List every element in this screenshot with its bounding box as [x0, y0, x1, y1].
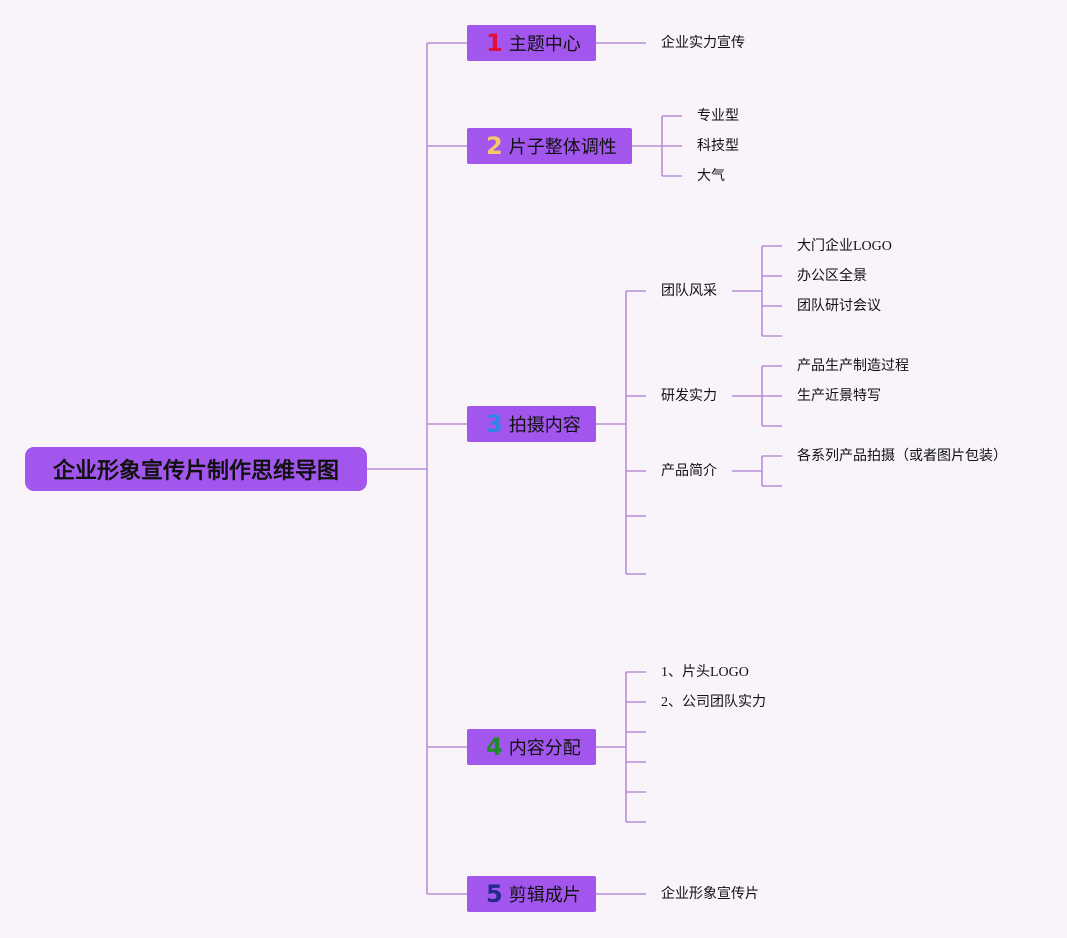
leaf-item[interactable]: 生产近景特写 — [797, 389, 881, 404]
branch-label: 主题中心 — [508, 34, 581, 55]
number-5-icon: 5 — [486, 880, 503, 908]
leaf-item[interactable]: 2、公司团队实力 — [661, 695, 766, 710]
branch-label: 内容分配 — [508, 738, 581, 759]
number-3-icon: 3 — [486, 410, 503, 438]
branch-tone[interactable]: 2 片子整体调性 — [467, 128, 632, 164]
branch-content-allocation[interactable]: 4 内容分配 — [467, 729, 596, 765]
leaf-item[interactable]: 科技型 — [697, 139, 739, 154]
leaf-item[interactable]: 企业形象宣传片 — [661, 887, 759, 902]
leaf-item[interactable]: 企业实力宣传 — [661, 36, 745, 51]
number-4-icon: 4 — [486, 733, 503, 761]
branch-theme[interactable]: 1 主题中心 — [467, 25, 596, 61]
leaf-item[interactable]: 办公区全景 — [797, 269, 867, 284]
leaf-item[interactable]: 1、片头LOGO — [661, 665, 749, 680]
subgroup-label[interactable]: 产品简介 — [661, 464, 717, 479]
root-label: 企业形象宣传片制作思维导图 — [52, 459, 339, 484]
branch-label: 拍摄内容 — [508, 415, 581, 436]
subgroup-label[interactable]: 团队风采 — [661, 284, 717, 299]
branch-shooting-content[interactable]: 3 拍摄内容 — [467, 406, 596, 442]
root-node[interactable]: 企业形象宣传片制作思维导图 — [25, 447, 367, 491]
leaf-item[interactable]: 大门企业LOGO — [797, 239, 892, 254]
leaf-item[interactable]: 团队研讨会议 — [797, 299, 881, 314]
subgroup-label[interactable]: 研发实力 — [661, 389, 717, 404]
branch-editing[interactable]: 5 剪辑成片 — [467, 876, 596, 912]
leaf-item[interactable]: 专业型 — [697, 109, 739, 124]
branch-label: 剪辑成片 — [508, 885, 581, 906]
number-2-icon: 2 — [486, 132, 503, 160]
leaf-item[interactable]: 大气 — [697, 169, 725, 184]
branch-label: 片子整体调性 — [508, 137, 617, 158]
leaf-item[interactable]: 产品生产制造过程 — [797, 359, 909, 374]
number-1-icon: 1 — [486, 29, 503, 57]
leaf-item[interactable]: 各系列产品拍摄（或者图片包装） — [797, 449, 1007, 464]
